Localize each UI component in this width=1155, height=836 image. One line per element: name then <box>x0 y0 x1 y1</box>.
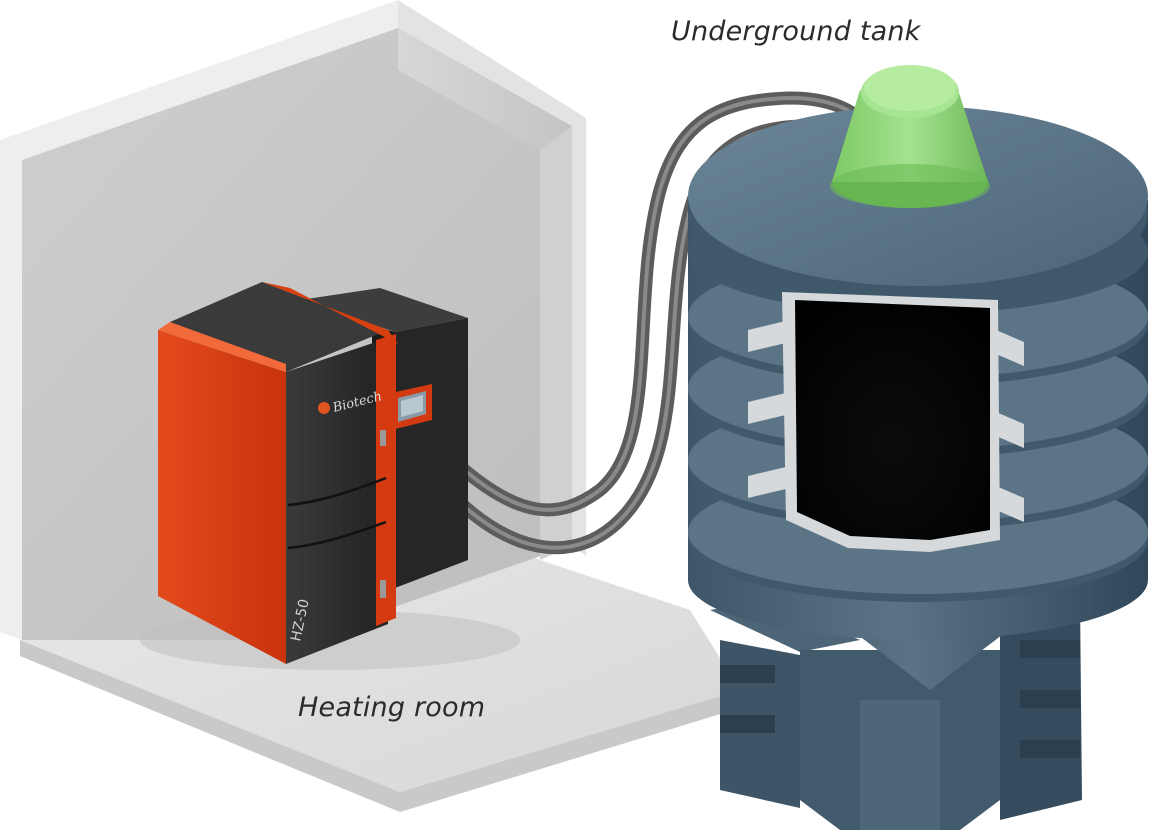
boiler-top <box>170 282 388 372</box>
boiler-side-panel <box>158 330 286 664</box>
tank-foot-center-face <box>860 700 940 830</box>
tank-foot-right-slot1 <box>1020 640 1080 658</box>
underground-tank-label: Underground tank <box>671 16 921 47</box>
boiler-logo-icon <box>318 402 330 414</box>
heating-room-label: Heating room <box>298 692 486 723</box>
door-seam-upper <box>287 476 387 507</box>
door-seam-lower <box>287 520 387 550</box>
tank-cutaway <box>748 292 1024 552</box>
boiler-side-panel-edge <box>158 322 286 372</box>
underground-tank <box>688 65 1148 830</box>
hopper-front <box>395 318 468 588</box>
right-wall-end <box>540 126 572 560</box>
pellet-boiler: Biotech HZ-50 <box>140 282 520 670</box>
control-display-icon <box>391 384 432 430</box>
tank-foot-left-slot2 <box>720 715 775 733</box>
hopper-top <box>300 288 468 332</box>
tank-foot-right-slot2 <box>1020 690 1080 708</box>
tank-foot-left-slot1 <box>720 665 775 683</box>
boiler-front <box>286 338 388 664</box>
door-hinge-bottom <box>380 580 386 598</box>
hose-upper-highlight <box>453 95 874 512</box>
tank-foot-right-slot3 <box>1020 740 1080 758</box>
door-hinge-top <box>380 430 386 446</box>
tank-access-dome <box>830 65 990 208</box>
